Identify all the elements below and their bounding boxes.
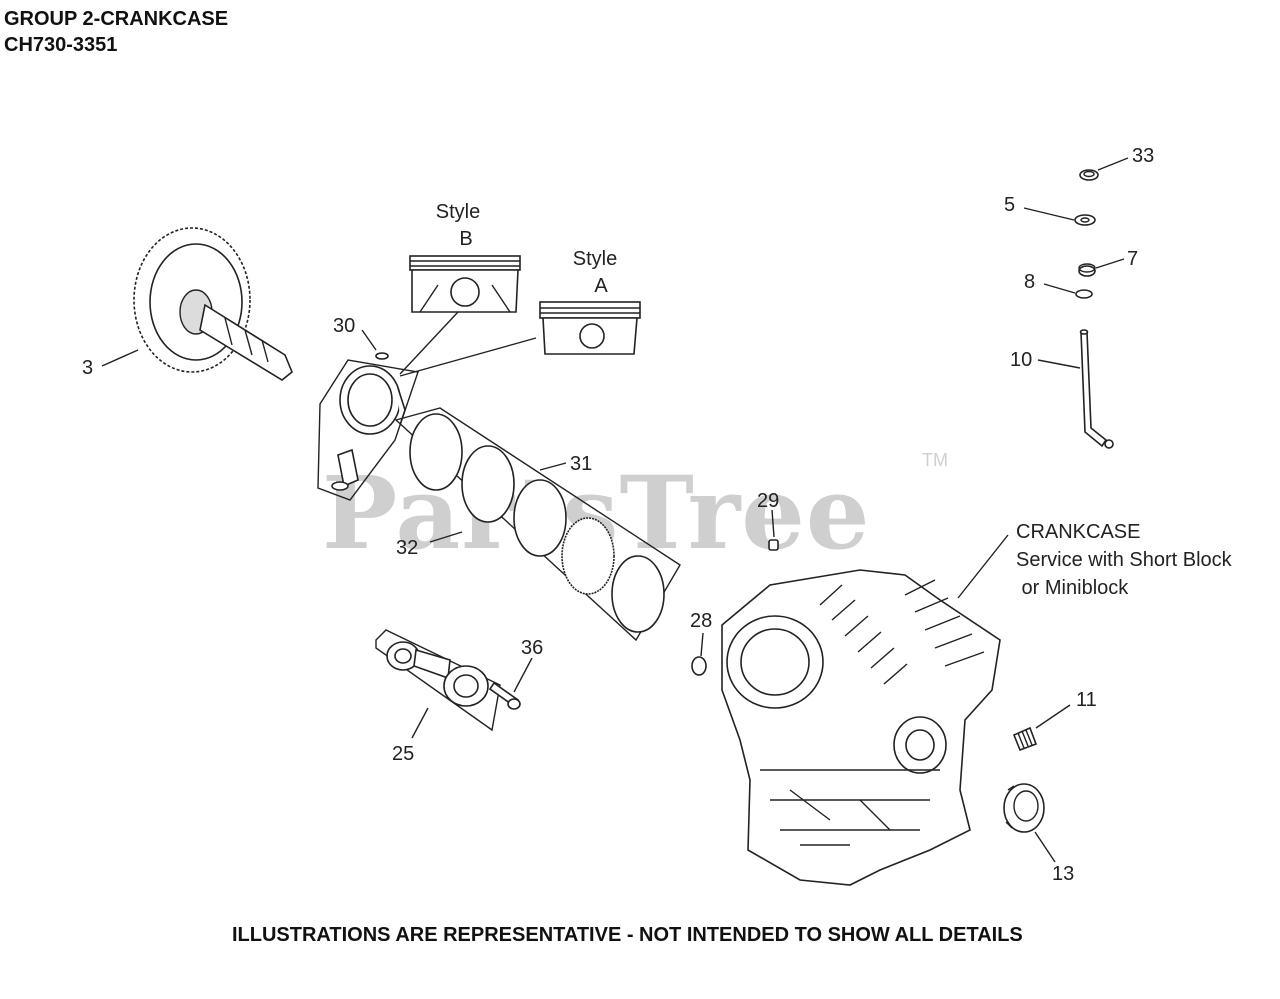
- crankcase-title: CRANKCASE: [1016, 521, 1140, 543]
- watermark-tm: TM: [922, 450, 948, 470]
- part-piston-style-a[interactable]: [539, 301, 641, 355]
- style-b-word: Style: [436, 201, 480, 223]
- part-crankcase[interactable]: [721, 569, 1001, 886]
- leader-style-a: [399, 337, 537, 377]
- leader-25: [411, 707, 429, 739]
- leader-10: [1037, 359, 1081, 369]
- leader-32: [429, 531, 463, 543]
- leader-29: [771, 509, 775, 538]
- callout-30[interactable]: 30: [333, 315, 355, 337]
- part-camshaft[interactable]: [133, 227, 293, 381]
- part-piston-style-b[interactable]: [409, 255, 521, 313]
- callout-32[interactable]: 32: [396, 537, 418, 559]
- part-piston-assembly[interactable]: [339, 365, 406, 435]
- leader-7: [1095, 258, 1125, 269]
- piston-group-outline: [317, 359, 419, 501]
- con-rod-outline: [375, 629, 501, 732]
- callout-28[interactable]: 28: [690, 610, 712, 632]
- diagram-group-title: GROUP 2-CRANKCASE: [4, 8, 229, 30]
- illustration-disclaimer: ILLUSTRATIONS ARE REPRESENTATIVE - NOT I…: [232, 924, 1023, 946]
- callout-8[interactable]: 8: [1024, 271, 1035, 293]
- leader-13: [1034, 831, 1056, 863]
- callout-3[interactable]: 3: [82, 357, 93, 379]
- callout-10[interactable]: 10: [1010, 349, 1032, 371]
- style-a-word: Style: [573, 248, 617, 270]
- leader-31: [539, 462, 567, 471]
- callout-29[interactable]: 29: [757, 490, 779, 512]
- callout-11[interactable]: 11: [1076, 689, 1097, 711]
- part-fitting-11[interactable]: [1012, 726, 1038, 752]
- leader-33: [1097, 157, 1129, 171]
- part-dowel-28[interactable]: [691, 656, 707, 676]
- part-piston-pin[interactable]: [331, 448, 359, 491]
- leader-11: [1035, 704, 1071, 729]
- part-washer-5[interactable]: [1074, 214, 1096, 226]
- part-retaining-ring[interactable]: [375, 352, 389, 360]
- callout-7[interactable]: 7: [1127, 248, 1138, 270]
- part-cap-7[interactable]: [1078, 263, 1096, 277]
- leader-5: [1023, 207, 1075, 221]
- crankcase-note-line-2: or Miniblock: [1016, 577, 1129, 599]
- leader-36: [513, 657, 533, 693]
- part-tube-10[interactable]: [1079, 329, 1114, 449]
- style-b-letter: B: [459, 228, 472, 250]
- callout-31[interactable]: 31: [570, 453, 592, 475]
- style-a-letter: A: [594, 275, 608, 297]
- part-plug-29[interactable]: [768, 539, 779, 551]
- part-oring-8[interactable]: [1075, 289, 1093, 299]
- callout-25[interactable]: 25: [392, 743, 414, 765]
- leader-28: [700, 632, 704, 657]
- callout-36[interactable]: 36: [521, 637, 543, 659]
- leader-30: [361, 329, 377, 351]
- part-oil-seal-13[interactable]: [1003, 783, 1045, 833]
- callout-33[interactable]: 33: [1132, 145, 1154, 167]
- crankcase-note-line-1: Service with Short Block: [1016, 549, 1233, 571]
- leader-8: [1043, 283, 1076, 294]
- part-connecting-rod[interactable]: [386, 641, 489, 707]
- diagram-model-number: CH730-3351: [4, 34, 118, 56]
- leader-3: [101, 349, 139, 367]
- part-rod-bolt[interactable]: [488, 681, 521, 710]
- part-piston-rings[interactable]: [409, 413, 665, 633]
- leader-crankcase: [957, 534, 1009, 599]
- callout-13[interactable]: 13: [1052, 863, 1074, 885]
- callout-5[interactable]: 5: [1004, 194, 1015, 216]
- ring-set-outline: [394, 407, 681, 642]
- leader-style-b: [399, 311, 459, 375]
- part-seal-33[interactable]: [1079, 169, 1099, 181]
